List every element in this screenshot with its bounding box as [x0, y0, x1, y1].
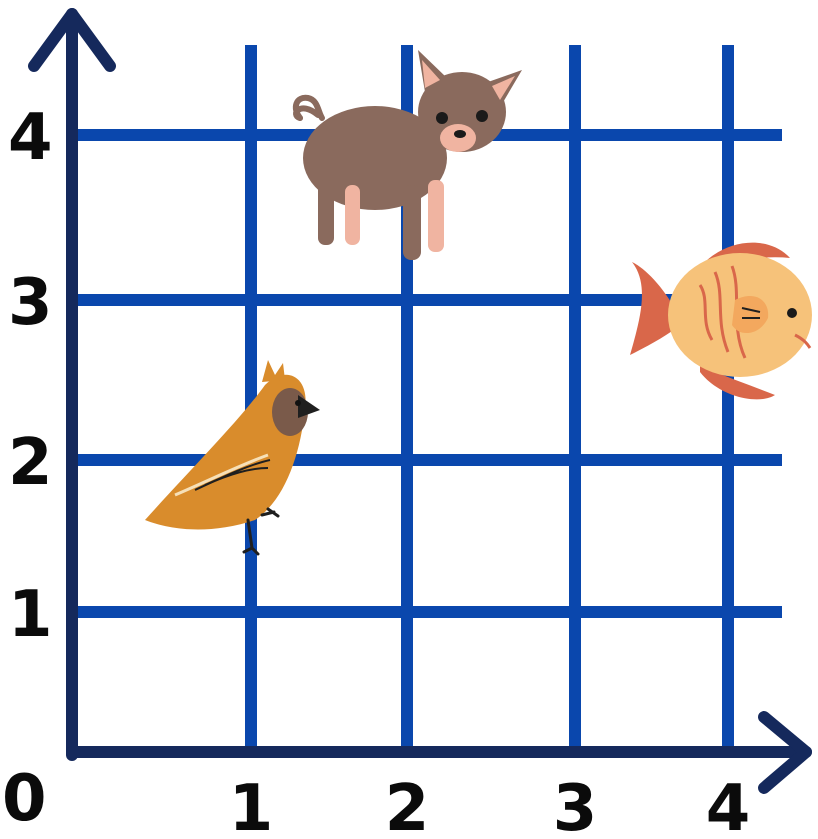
x-tick-label: 2 [385, 772, 430, 839]
tick-labels: 0 1 2 3 4 1 2 3 4 [2, 101, 750, 839]
x-tick-label: 1 [229, 772, 274, 839]
x-tick-label: 4 [706, 772, 751, 839]
origin-label: 0 [2, 762, 47, 836]
y-tick-label: 4 [8, 101, 53, 175]
fish-icon [630, 243, 812, 400]
y-tick-label: 1 [8, 578, 53, 652]
y-tick-label: 2 [8, 426, 53, 500]
x-tick-label: 3 [553, 772, 598, 839]
y-tick-label: 3 [8, 266, 53, 340]
